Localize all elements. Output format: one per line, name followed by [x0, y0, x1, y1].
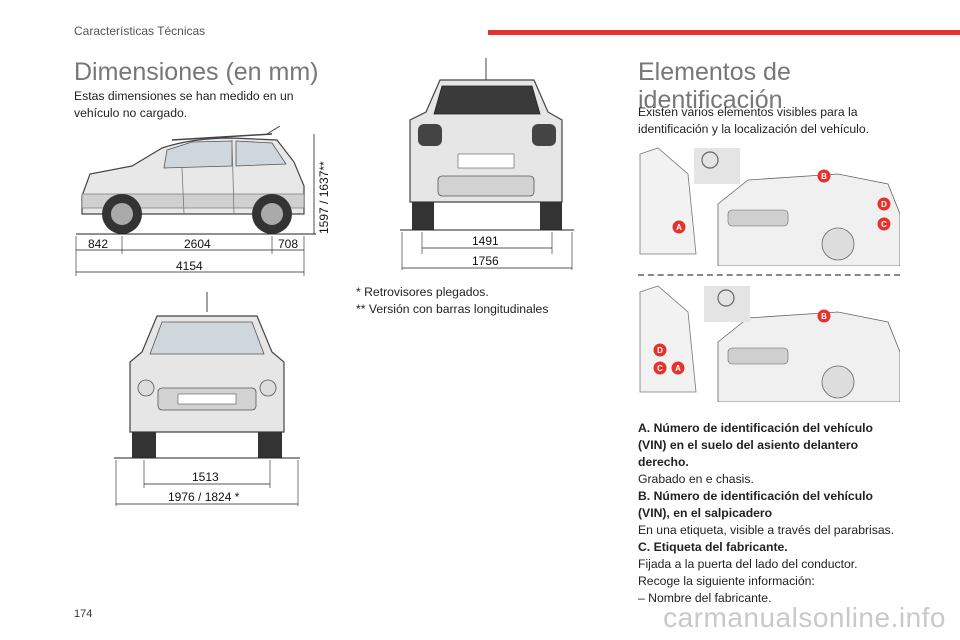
- rear-view-figure: 1491 1756: [400, 58, 574, 270]
- footnote-mirrors: * Retrovisores plegados.: [356, 285, 489, 299]
- svg-text:C: C: [657, 364, 663, 373]
- manufacturer-bullet: – Nombre del fabricante.: [638, 591, 772, 605]
- identification-intro: Existen varios elementos visibles para l…: [638, 105, 870, 136]
- front-view-figure: 1513 1976 / 1824 *: [114, 292, 300, 506]
- marker-d2-icon: [653, 343, 667, 357]
- wheelbase-label: 2604: [184, 237, 211, 251]
- header-accent-bar: [488, 30, 960, 35]
- identification-title: Elementos de identificación: [638, 58, 791, 114]
- rear-width-label: 1756: [472, 254, 499, 268]
- item-c-title: C. Etiqueta del fabricante.: [638, 540, 788, 554]
- info-intro: Recoge la siguiente información:: [638, 574, 815, 588]
- marker-c-icon: [877, 217, 891, 231]
- identification-figure-1: A B C D: [639, 147, 900, 266]
- identification-figure-2: A B C D: [639, 285, 900, 402]
- front-width-label: 1976 / 1824 *: [168, 490, 240, 504]
- side-view-figure: 842 2604 708 4154 1597 / 1637**: [75, 126, 331, 276]
- front-overhang-label: 842: [88, 237, 108, 251]
- marker-a-icon: [672, 220, 686, 234]
- item-b-text: En una etiqueta, visible a través del pa…: [638, 523, 895, 537]
- marker-c2-icon: [653, 361, 667, 375]
- svg-text:B: B: [821, 312, 827, 321]
- rear-track-label: 1491: [472, 234, 499, 248]
- item-a-text: Grabado en e chasis.: [638, 472, 754, 486]
- footnote-roof-bars: ** Versión con barras longitudinales: [356, 302, 549, 316]
- svg-text:C: C: [881, 220, 887, 229]
- watermark: carmanualsonline.info: [663, 602, 946, 633]
- dimensions-intro: Estas dimensiones se han medido en un ve…: [74, 89, 294, 120]
- marker-b-icon: [817, 169, 831, 183]
- identification-list: A. Número de identificación del vehículo…: [638, 420, 900, 607]
- svg-text:A: A: [676, 223, 682, 232]
- item-c-text: Fijada a la puerta del lado del conducto…: [638, 557, 858, 571]
- svg-text:D: D: [881, 200, 887, 209]
- marker-d-icon: [877, 197, 891, 211]
- item-a-title: A. Número de identificación del vehículo…: [638, 421, 873, 469]
- item-b-title: B. Número de identificación del vehículo…: [638, 489, 873, 520]
- height-label: 1597 / 1637**: [317, 161, 331, 234]
- svg-text:A: A: [675, 364, 681, 373]
- svg-text:B: B: [821, 172, 827, 181]
- marker-b2-icon: [817, 309, 831, 323]
- page-number: 174: [74, 608, 93, 620]
- svg-text:D: D: [657, 346, 663, 355]
- rear-overhang-label: 708: [278, 237, 298, 251]
- identification-title-line1: Elementos de: [638, 58, 791, 86]
- front-track-label: 1513: [192, 470, 219, 484]
- footnotes: * Retrovisores plegados. ** Versión con …: [356, 284, 606, 318]
- dimensions-title: Dimensiones (en mm): [74, 58, 319, 86]
- length-label: 4154: [176, 259, 203, 273]
- section-header: Características Técnicas: [74, 24, 206, 38]
- marker-a2-icon: [671, 361, 685, 375]
- identification-title-line2: identificación: [638, 86, 783, 114]
- figure-divider: [638, 274, 900, 276]
